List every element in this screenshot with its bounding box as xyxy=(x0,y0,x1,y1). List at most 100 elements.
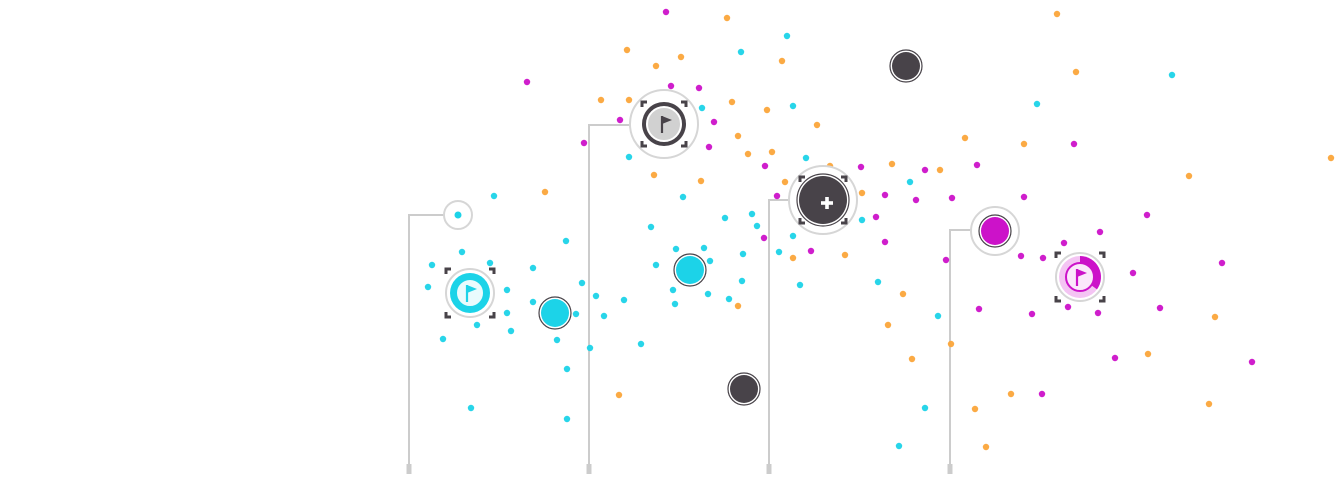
particle-magenta xyxy=(1218,259,1226,267)
particle-magenta xyxy=(705,143,713,151)
particle-magenta xyxy=(761,162,769,170)
tether-lane-4[interactable] xyxy=(947,229,973,474)
particle-cyan xyxy=(789,102,797,110)
particles-orange xyxy=(541,10,1335,451)
base-cyan[interactable] xyxy=(444,267,496,319)
base-corner xyxy=(1099,296,1106,303)
particle-cyan xyxy=(625,153,633,161)
particle-magenta xyxy=(1248,358,1256,366)
unit-cyan-1[interactable] xyxy=(538,296,572,330)
base-corner xyxy=(444,312,451,319)
flag-icon xyxy=(660,116,672,133)
particle-cyan xyxy=(439,335,447,343)
particle-cyan xyxy=(473,321,481,329)
particle-cyan xyxy=(748,210,756,218)
particle-orange xyxy=(734,302,742,310)
particle-magenta xyxy=(1028,310,1036,318)
particle-orange xyxy=(813,121,821,129)
particle-cyan xyxy=(934,312,942,320)
particle-orange xyxy=(623,46,631,54)
unit-dark-2[interactable] xyxy=(727,372,761,406)
unit-dark-1[interactable] xyxy=(889,49,923,83)
particle-cyan xyxy=(529,298,537,306)
particle-orange xyxy=(597,96,605,104)
particle-magenta xyxy=(881,191,889,199)
particle-orange xyxy=(768,148,776,156)
particle-magenta xyxy=(1143,211,1151,219)
particle-cyan xyxy=(424,283,432,291)
particle-cyan xyxy=(503,309,511,317)
particle-cyan xyxy=(553,336,561,344)
particle-cyan xyxy=(637,340,645,348)
base-corner xyxy=(640,100,647,107)
tether-line xyxy=(588,124,634,472)
unit-cyan-2[interactable] xyxy=(673,253,707,287)
tether-line xyxy=(408,214,446,472)
base-core xyxy=(1065,262,1095,292)
particle-orange xyxy=(1205,400,1213,408)
base-neutral[interactable] xyxy=(629,89,699,159)
particle-orange xyxy=(697,177,705,185)
particle-orange xyxy=(1144,350,1152,358)
particle-orange xyxy=(652,62,660,70)
particle-cyan xyxy=(679,193,687,201)
particle-magenta xyxy=(1070,140,1078,148)
base-corner xyxy=(841,175,848,182)
flag-icon xyxy=(1075,269,1087,286)
plus-icon xyxy=(821,197,833,209)
unit-magenta-1[interactable] xyxy=(970,206,1020,256)
particle-cyan xyxy=(486,259,494,267)
particle-orange xyxy=(899,290,907,298)
base-corner xyxy=(640,141,647,148)
particle-magenta xyxy=(580,139,588,147)
particle-cyan xyxy=(858,216,866,224)
particle-cyan xyxy=(529,264,537,272)
particle-cyan xyxy=(874,278,882,286)
particle-orange xyxy=(1007,390,1015,398)
unit-body xyxy=(541,299,569,327)
base-add[interactable] xyxy=(788,165,858,235)
particle-orange xyxy=(728,98,736,106)
particle-cyan xyxy=(775,248,783,256)
tether-lane-3[interactable] xyxy=(766,199,793,474)
particle-cyan xyxy=(737,48,745,56)
base-magenta[interactable] xyxy=(1054,251,1106,303)
base-corner xyxy=(489,267,496,274)
particle-cyan xyxy=(671,300,679,308)
particle-magenta xyxy=(760,234,768,242)
tether-line xyxy=(949,229,972,472)
particle-cyan xyxy=(704,290,712,298)
tether-anchor xyxy=(766,464,772,474)
particle-orange xyxy=(744,150,752,158)
unit-ring xyxy=(970,206,1020,256)
flag-icon xyxy=(465,285,477,302)
particle-cyan xyxy=(669,286,677,294)
unit-body xyxy=(730,375,758,403)
particle-magenta xyxy=(662,8,670,16)
particle-cyan xyxy=(578,279,586,287)
particle-orange xyxy=(1053,10,1061,18)
particle-magenta xyxy=(773,192,781,200)
particle-magenta xyxy=(1156,304,1164,312)
particle-magenta xyxy=(807,247,815,255)
particle-cyan xyxy=(620,296,628,304)
particle-cyan xyxy=(563,415,571,423)
particle-magenta xyxy=(857,163,865,171)
base-corner xyxy=(1054,251,1061,258)
particle-magenta xyxy=(1064,303,1072,311)
tether-lane-1[interactable] xyxy=(406,200,473,474)
tether-lane-2[interactable] xyxy=(586,124,635,474)
particle-orange xyxy=(1072,68,1080,76)
base-corner xyxy=(681,100,688,107)
base-corner xyxy=(1054,296,1061,303)
particle-magenta xyxy=(872,213,880,221)
particle-cyan xyxy=(647,223,655,231)
particle-orange xyxy=(947,340,955,348)
particle-orange xyxy=(884,321,892,329)
particle-cyan xyxy=(503,286,511,294)
particle-magenta xyxy=(1129,269,1137,277)
particle-cyan xyxy=(796,281,804,289)
particle-magenta xyxy=(695,84,703,92)
